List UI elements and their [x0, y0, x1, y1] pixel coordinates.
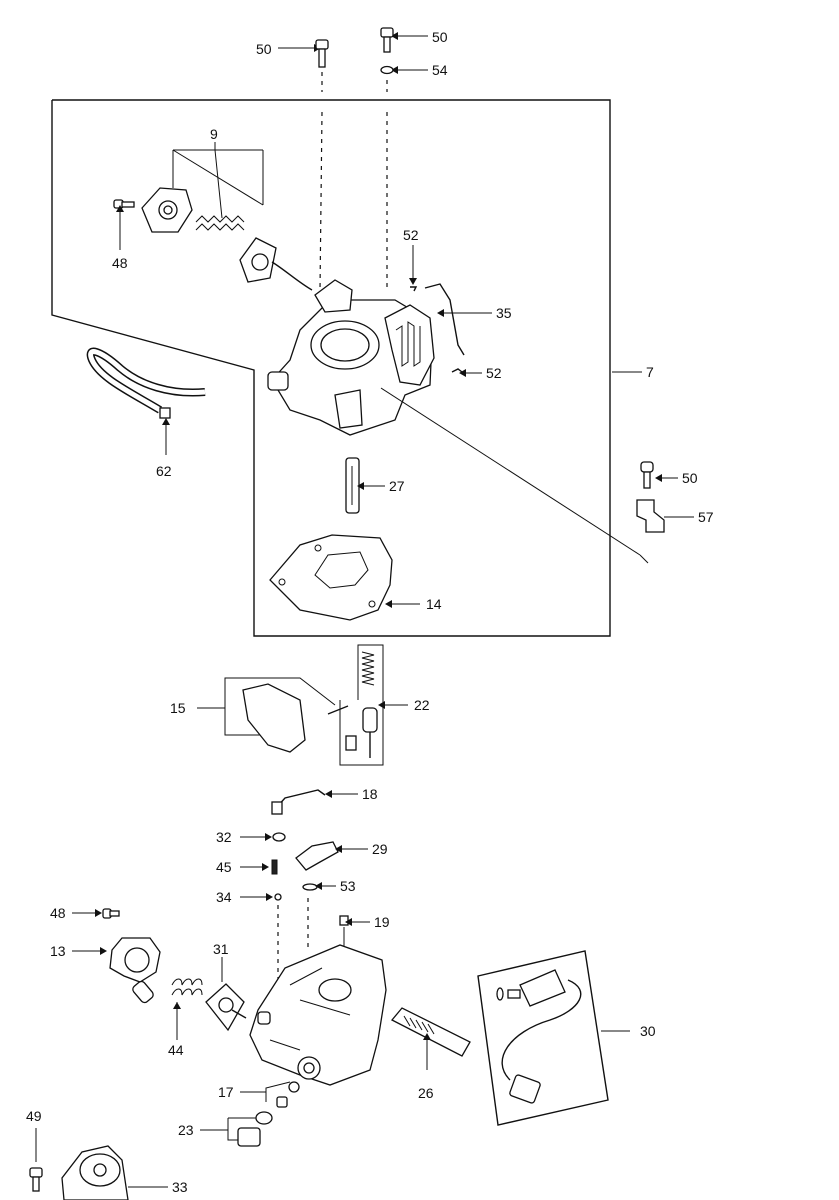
- rod-part-35: [424, 283, 492, 356]
- bracket-part-57: [636, 499, 694, 533]
- solenoid-part-30: [477, 950, 630, 1126]
- callout-32: 32: [216, 829, 232, 845]
- screw-part-50-left: [278, 39, 329, 291]
- screw-part-50-side: [640, 461, 678, 489]
- callout-53: 53: [340, 878, 356, 894]
- spring-part-44: [171, 978, 203, 1040]
- callout-19: 19: [374, 914, 390, 930]
- jet-part-27: [345, 457, 385, 514]
- callout-23: 23: [178, 1122, 194, 1138]
- housing-part-13: [72, 937, 161, 1004]
- hose-part-62: [86, 347, 206, 455]
- callout-52-lower: 52: [486, 365, 502, 381]
- gasket-part-14: [269, 534, 420, 621]
- screw-part-26: [390, 1007, 471, 1070]
- callout-35: 35: [496, 305, 512, 321]
- callout-31: 31: [213, 941, 229, 957]
- callout-14: 14: [426, 596, 442, 612]
- callout-27: 27: [389, 478, 405, 494]
- clip-part-52-upper: [409, 245, 418, 292]
- rod-part-18: [271, 789, 358, 815]
- lever-part-15: [197, 677, 349, 753]
- callout-54: 54: [432, 62, 448, 78]
- callout-45: 45: [216, 859, 232, 875]
- carburetor-upper-body: [267, 279, 649, 564]
- lever-part-29: [295, 841, 368, 871]
- carburetor-lower-body: [249, 944, 387, 1086]
- plug-part-17: [240, 1081, 300, 1108]
- washer-part-54: [380, 65, 428, 290]
- callout-13: 13: [50, 943, 66, 959]
- callout-18: 18: [362, 786, 378, 802]
- callout-50-side: 50: [682, 470, 698, 486]
- callout-30: 30: [640, 1023, 656, 1039]
- screw-part-50-right: [380, 27, 428, 53]
- needle-valve-part-22: [339, 644, 408, 766]
- screw-part-49: [29, 1128, 43, 1192]
- callout-17: 17: [218, 1084, 234, 1100]
- callout-22: 22: [414, 697, 430, 713]
- ball-part-34: [240, 893, 282, 990]
- callout-29: 29: [372, 841, 388, 857]
- callout-62: 62: [156, 463, 172, 479]
- diaphragm-part-33: [61, 1145, 168, 1200]
- diaphragm-part-9: [141, 142, 313, 291]
- callout-33: 33: [172, 1179, 188, 1195]
- screw-part-48-lower: [72, 908, 120, 919]
- pin-part-45: [240, 859, 278, 875]
- callout-50-left: 50: [256, 41, 272, 57]
- callout-9: 9: [210, 126, 218, 142]
- diaphragm-part-31: [205, 957, 247, 1032]
- callout-48-lower: 48: [50, 905, 66, 921]
- callout-44: 44: [168, 1042, 184, 1058]
- clip-part-52-lower: [451, 368, 482, 377]
- upper-assembly-frame: [51, 99, 611, 637]
- callout-7: 7: [646, 364, 654, 380]
- screw-part-48-upper: [113, 199, 135, 250]
- callout-15: 15: [170, 700, 186, 716]
- oring-part-32: [240, 832, 286, 842]
- callout-48-upper: 48: [112, 255, 128, 271]
- callout-52-upper: 52: [403, 227, 419, 243]
- callout-50-right: 50: [432, 29, 448, 45]
- callout-57: 57: [698, 509, 714, 525]
- screw-part-19: [339, 915, 370, 948]
- callout-34: 34: [216, 889, 232, 905]
- plug-part-23: [200, 1111, 273, 1147]
- callout-49: 49: [26, 1108, 42, 1124]
- oring-part-53: [302, 882, 336, 948]
- callout-26: 26: [418, 1085, 434, 1101]
